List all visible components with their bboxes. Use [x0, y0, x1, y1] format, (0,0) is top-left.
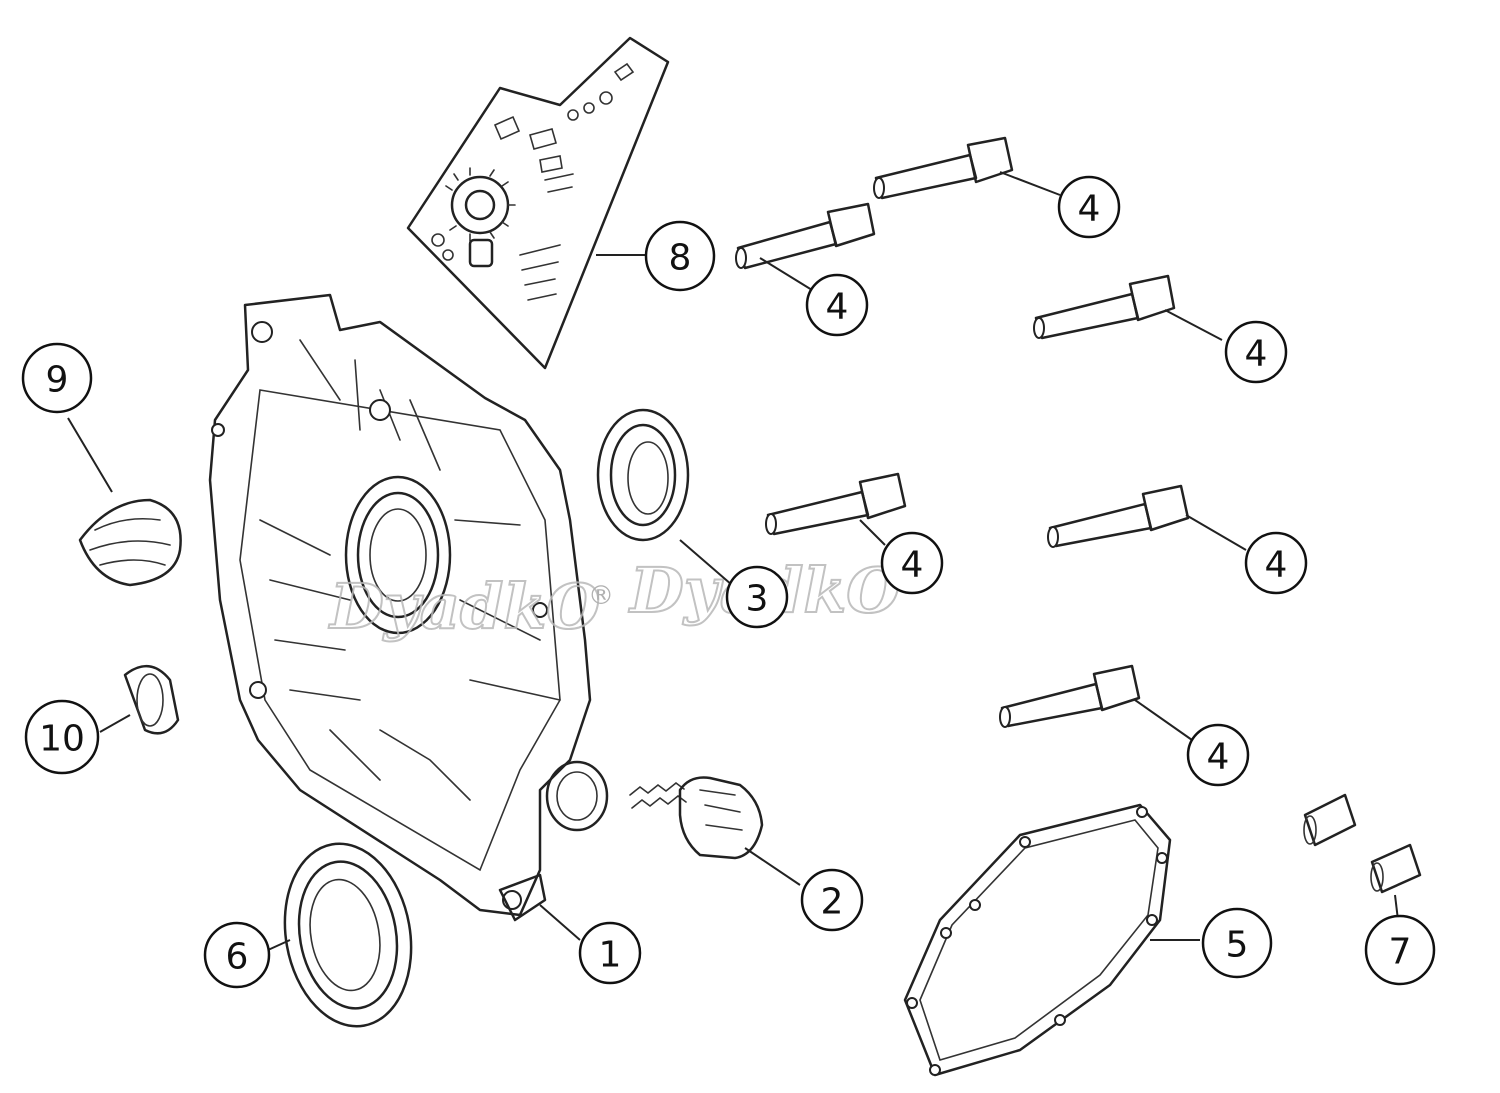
callout-4: 4: [1224, 320, 1288, 384]
leader-lines: [67, 171, 1399, 951]
callout-7-label: 7: [1389, 932, 1412, 973]
callout-4: 4: [805, 273, 869, 337]
callout-4-label: 4: [826, 287, 849, 328]
bolt: [873, 136, 1014, 200]
callout-4-label: 4: [1245, 334, 1268, 375]
callout-8: 8: [644, 220, 716, 292]
watermark-registered-left: ®: [588, 581, 614, 611]
callout-4-label: 4: [1078, 189, 1101, 230]
callout-4-label: 4: [901, 545, 924, 586]
callout-7: 7: [1364, 914, 1436, 986]
callout-10-label: 10: [39, 719, 85, 760]
part-6-large-oil-seal: [283, 842, 413, 1028]
bolt: [1047, 484, 1190, 548]
bolt: [765, 472, 907, 536]
callout-3-label: 3: [746, 579, 769, 620]
part-10-ring-seal: [123, 665, 180, 735]
callout-3: 3: [725, 565, 789, 629]
callout-4: 4: [1186, 723, 1250, 787]
callout-10: 10: [24, 699, 100, 775]
callout-1-label: 1: [599, 935, 622, 976]
bolt: [1033, 274, 1176, 340]
callout-6: 6: [203, 921, 271, 989]
callout-4: 4: [1057, 175, 1121, 239]
callout-4-label: 4: [1265, 545, 1288, 586]
part-5-gasket: [903, 803, 1172, 1077]
callout-4-label: 4: [1207, 737, 1230, 778]
bolt: [999, 664, 1141, 728]
callout-9: 9: [21, 342, 93, 414]
part-7-dowel-pins: [1303, 793, 1422, 894]
part-3-oil-seal: [596, 408, 690, 542]
part-8-gear-assembly-sheet: [406, 36, 670, 370]
callout-2: 2: [800, 868, 864, 932]
part-4-bolts: [735, 136, 1190, 728]
callout-4: 4: [880, 531, 944, 595]
callout-5: 5: [1201, 907, 1273, 979]
callout-6-label: 6: [226, 937, 249, 978]
bolt: [735, 202, 876, 270]
part-2-drain-plug: [629, 776, 764, 860]
part-9-breather: [78, 498, 182, 587]
callout-4: 4: [1244, 531, 1308, 595]
callout-5-label: 5: [1226, 925, 1249, 966]
callout-9-label: 9: [46, 360, 69, 401]
part-1-crankcase-cover: [208, 293, 609, 922]
callout-8-label: 8: [669, 238, 692, 279]
watermark: DyadkO ® DyadkO ®: [327, 553, 938, 644]
callout-1: 1: [578, 921, 642, 985]
callout-2-label: 2: [821, 882, 844, 923]
watermark-text-left: DyadkO: [328, 570, 600, 643]
